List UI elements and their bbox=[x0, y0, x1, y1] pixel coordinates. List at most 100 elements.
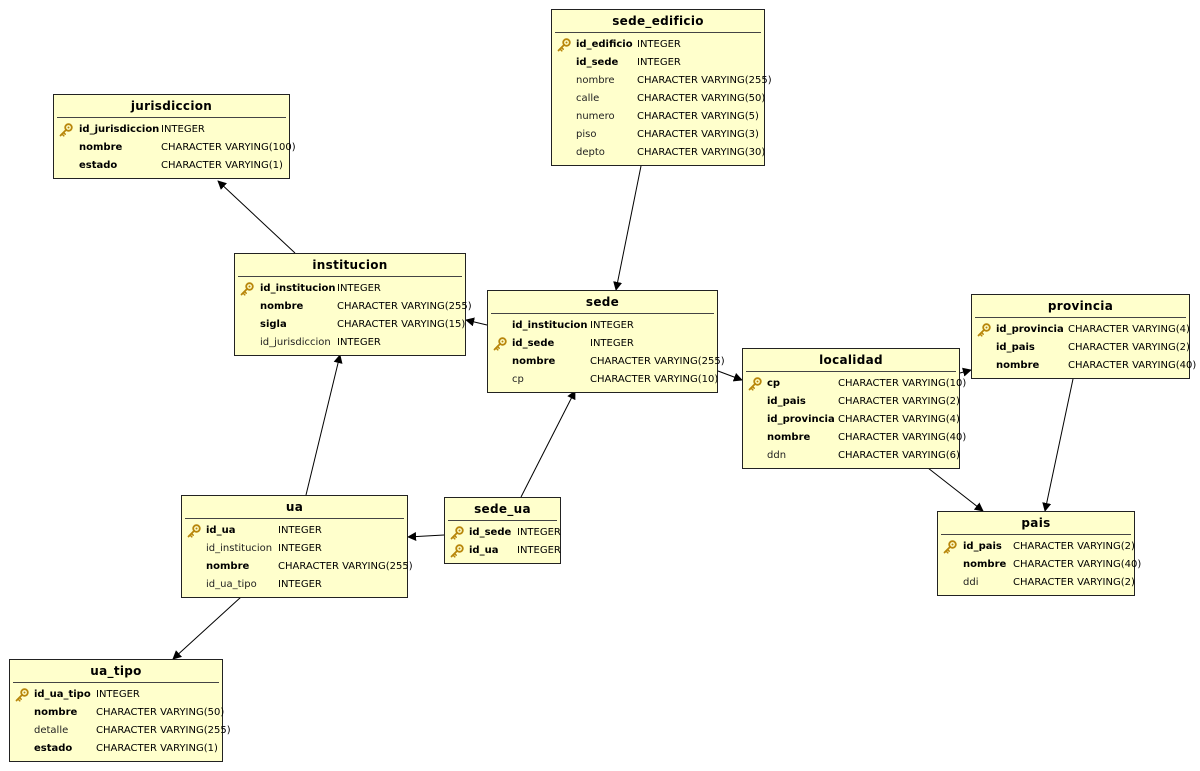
field-name: nombre bbox=[963, 559, 1007, 570]
title-divider bbox=[941, 534, 1131, 535]
relationship-sede-ua-to-ua bbox=[407, 532, 445, 542]
field-type: INTEGER bbox=[278, 543, 322, 554]
field-type: CHARACTER VARYING(40) bbox=[1068, 360, 1197, 371]
field-name: id_pais bbox=[767, 396, 806, 407]
title-divider bbox=[555, 32, 761, 33]
entity-title: provincia bbox=[1047, 299, 1114, 313]
field-row: nombre CHARACTER VARYING(40) bbox=[972, 357, 1196, 375]
field-type: INTEGER bbox=[278, 525, 322, 536]
field-type: CHARACTER VARYING(2) bbox=[1013, 541, 1135, 552]
relationship-ua-to-ua-tipo bbox=[172, 596, 242, 660]
field-type: CHARACTER VARYING(4) bbox=[1068, 324, 1190, 335]
field-row: cp CHARACTER VARYING(10) bbox=[743, 375, 966, 393]
field-row: id_institucion INTEGER bbox=[182, 540, 407, 558]
field-name: nombre bbox=[34, 707, 78, 718]
field-type: CHARACTER VARYING(255) bbox=[590, 356, 725, 367]
field-type: CHARACTER VARYING(10) bbox=[590, 374, 719, 385]
field-type: CHARACTER VARYING(5) bbox=[637, 111, 759, 122]
entity-title: ua bbox=[285, 500, 304, 514]
field-name: id_provincia bbox=[767, 414, 835, 425]
field-name: sigla bbox=[260, 319, 287, 330]
field-row: id_ua_tipo INTEGER bbox=[10, 686, 222, 704]
field-row: id_pais CHARACTER VARYING(2) bbox=[972, 339, 1190, 357]
primary-key-icon bbox=[943, 540, 957, 554]
field-name: cp bbox=[512, 374, 524, 385]
field-name: cp bbox=[767, 378, 781, 389]
field-name: id_institucion bbox=[206, 543, 273, 554]
field-name: id_sede bbox=[469, 527, 512, 538]
field-type: CHARACTER VARYING(50) bbox=[637, 93, 766, 104]
entity-title: sede_ua bbox=[474, 502, 531, 516]
relationship-sede-edificio-to-sede bbox=[613, 165, 642, 291]
field-name: id_pais bbox=[963, 541, 1002, 552]
title-divider bbox=[448, 520, 557, 521]
primary-key-icon bbox=[450, 544, 464, 558]
field-type: CHARACTER VARYING(30) bbox=[637, 147, 766, 158]
field-name: nombre bbox=[996, 360, 1040, 371]
primary-key-icon bbox=[748, 377, 762, 391]
field-type: INTEGER bbox=[337, 337, 381, 348]
field-name: id_ua bbox=[206, 525, 236, 536]
relationship-sede-to-localidad bbox=[717, 370, 743, 382]
field-name: id_pais bbox=[996, 342, 1035, 353]
title-divider bbox=[491, 313, 714, 314]
entity-title: sede_edificio bbox=[612, 14, 704, 28]
field-type: INTEGER bbox=[590, 338, 634, 349]
field-type: CHARACTER VARYING(3) bbox=[637, 129, 759, 140]
primary-key-icon bbox=[493, 337, 507, 351]
field-type: INTEGER bbox=[590, 320, 634, 331]
title-divider bbox=[238, 276, 462, 277]
title-divider bbox=[975, 317, 1186, 318]
field-name: id_sede bbox=[512, 338, 555, 349]
field-name: id_jurisdiccion bbox=[79, 124, 160, 135]
title-divider bbox=[185, 518, 404, 519]
field-row: id_edificio INTEGER bbox=[552, 36, 764, 54]
field-type: INTEGER bbox=[161, 124, 205, 135]
field-name: nombre bbox=[206, 561, 250, 572]
field-row: id_ua INTEGER bbox=[182, 522, 407, 540]
title-divider bbox=[57, 117, 286, 118]
relationship-sede-to-institucion bbox=[465, 317, 488, 327]
relationship-provincia-to-pais bbox=[1042, 378, 1074, 512]
field-name: id_edificio bbox=[576, 39, 633, 50]
primary-key-icon bbox=[187, 524, 201, 538]
entity-title: pais bbox=[1021, 516, 1051, 530]
field-type: INTEGER bbox=[96, 689, 140, 700]
field-type: INTEGER bbox=[278, 579, 322, 590]
field-name: id_ua_tipo bbox=[34, 689, 91, 700]
field-name: id_institucion bbox=[260, 283, 336, 294]
title-divider bbox=[746, 371, 956, 372]
field-name: estado bbox=[79, 160, 118, 171]
field-type: CHARACTER VARYING(1) bbox=[96, 743, 218, 754]
field-type: CHARACTER VARYING(10) bbox=[838, 378, 967, 389]
field-type: INTEGER bbox=[637, 39, 681, 50]
relationship-localidad-to-provincia bbox=[959, 367, 972, 377]
field-row: id_sede INTEGER bbox=[488, 335, 717, 353]
field-type: CHARACTER VARYING(2) bbox=[1068, 342, 1190, 353]
